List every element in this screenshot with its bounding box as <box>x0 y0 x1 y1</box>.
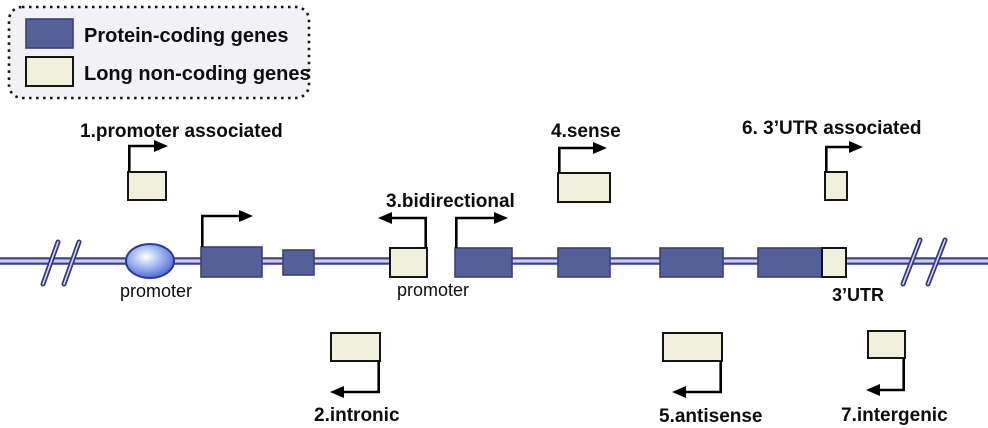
promoter-label-mid: promoter <box>397 280 469 300</box>
arrow-right-icon <box>494 212 508 224</box>
gene1-exon1 <box>200 246 263 278</box>
lncRNA-utr3-associated-box <box>824 171 848 201</box>
gene1-exons <box>200 246 315 278</box>
arrow-right-icon <box>593 142 607 154</box>
gene2-exon3 <box>659 247 724 278</box>
gene2-exon2 <box>557 247 611 278</box>
lncRNA-antisense-box <box>662 332 723 362</box>
label-antisense: 5.antisense <box>659 406 763 427</box>
legend-label-protein-coding: Protein-coding genes <box>84 25 288 47</box>
label-intergenic: 7.intergenic <box>841 405 948 426</box>
lncRNA-intronic-box <box>330 332 381 362</box>
gene1-exon2 <box>282 249 315 276</box>
lncRNA-sense: 4.sense <box>551 121 621 203</box>
legend-swatch-protein-coding <box>25 18 74 49</box>
lncRNA-sense-box <box>557 172 611 203</box>
lncRNA-promoter-associated-box <box>127 171 167 201</box>
break-mark-left <box>40 239 82 287</box>
lncRNA-intergenic-box <box>867 330 906 359</box>
utr3-box <box>821 247 847 278</box>
gene2-exon4 <box>757 247 823 278</box>
promoter-oval: promoter <box>120 243 192 301</box>
legend-label-long-non-coding: Long non-coding genes <box>84 63 311 85</box>
utr3-label: 3’UTR <box>832 285 884 305</box>
gene1-tss-arrow <box>201 210 253 247</box>
label-sense: 4.sense <box>551 121 621 142</box>
label-bidirectional: 3.bidirectional <box>386 191 515 212</box>
legend-box <box>7 5 311 100</box>
legend-swatch-long-non-coding <box>25 56 74 87</box>
lncRNA-antisense: 5.antisense <box>659 332 763 427</box>
lncRNA-bidirectional-box <box>389 247 428 278</box>
arrow-left-icon <box>378 212 392 224</box>
arrow-right-icon <box>849 141 863 153</box>
utr3-region: 3’UTR <box>821 247 884 305</box>
arrow-left-icon <box>330 386 344 398</box>
lncRNA-intergenic: 7.intergenic <box>841 330 948 426</box>
arrow-left-icon <box>866 384 880 396</box>
arrow-right-icon <box>154 140 168 152</box>
label-utr3-associated: 6. 3’UTR associated <box>742 118 922 139</box>
gene2-exon1 <box>454 247 513 278</box>
legend: Protein-coding genes Long non-coding gen… <box>7 5 311 100</box>
label-promoter-associated: 1.promoter associated <box>80 121 283 142</box>
arrow-right-icon <box>239 210 253 222</box>
lncRNA-promoter-associated: 1.promoter associated <box>80 121 283 201</box>
lncRNA-intronic: 2.intronic <box>314 332 400 426</box>
label-intronic: 2.intronic <box>314 405 400 426</box>
arrow-left-icon <box>672 386 686 398</box>
lncRNA-utr3-associated: 6. 3’UTR associated <box>742 118 922 201</box>
break-mark-right <box>900 237 948 287</box>
promoter-label-left: promoter <box>120 281 192 301</box>
lncRNA-bidirectional: 3.bidirectional promoter <box>378 191 515 300</box>
gene2-exons <box>454 247 823 278</box>
